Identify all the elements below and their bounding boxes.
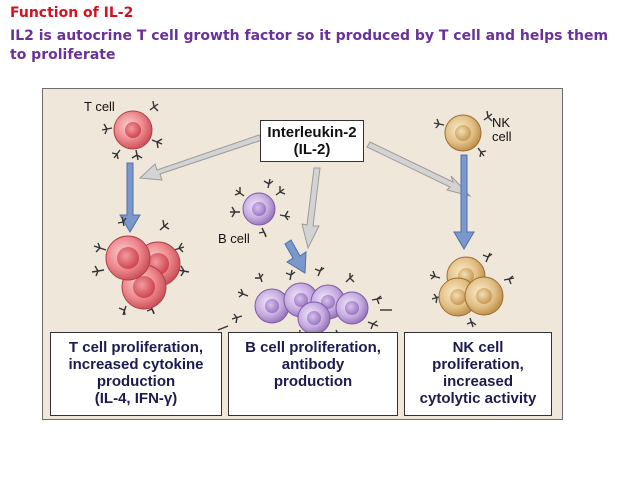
- bcell-proliferation-arrow: [284, 239, 307, 274]
- il2-label-line1: Interleukin-2: [267, 124, 357, 141]
- il2-label-line2: (IL-2): [293, 141, 331, 158]
- b-cell: [230, 178, 291, 238]
- t-cell-result-line2: increased cytokine: [68, 356, 204, 373]
- t-cell-cluster: [91, 216, 190, 316]
- nkcell-proliferation-arrow: [453, 154, 475, 250]
- t-cell-result-line1: T cell proliferation,: [68, 339, 204, 356]
- nk-cell-result-line2: proliferation,: [432, 356, 524, 373]
- il2-to-bcell-arrow: [301, 167, 321, 250]
- nk-cell: [433, 110, 493, 158]
- nk-cell-result-box: NK cell proliferation, increased cytolyt…: [404, 332, 552, 416]
- nk-cell-cluster: [429, 252, 515, 328]
- t-cell-label: T cell: [84, 99, 115, 114]
- t-cell-result-line3: production: [96, 373, 176, 390]
- b-cell-label: B cell: [218, 231, 250, 246]
- t-cell-result-box: T cell proliferation, increased cytokine…: [50, 332, 222, 416]
- nk-cell-result-line3: increased: [442, 373, 514, 390]
- t-cell-result-line4: (IL-4, IFN-γ): [94, 390, 178, 407]
- t-cell: [101, 100, 163, 161]
- b-cell-result-box: B cell proliferation, antibody productio…: [228, 332, 398, 416]
- il2-to-tcell-arrow: [138, 134, 263, 181]
- nk-cell-result-line4: cytolytic activity: [419, 390, 537, 407]
- interleukin-2-box: Interleukin-2 (IL-2): [260, 120, 364, 162]
- nk-cell-label-line2: cell: [492, 129, 512, 144]
- b-cell-result-line1: B cell proliferation,: [245, 339, 381, 356]
- il2-to-nkcell-arrow: [366, 141, 472, 197]
- nk-cell-label: NK cell: [492, 116, 512, 144]
- slide-title: Function of IL-2: [10, 5, 134, 21]
- slide-subtitle: IL2 is autocrine T cell growth factor so…: [10, 28, 609, 63]
- nk-cell-result-line1: NK cell: [452, 339, 504, 356]
- b-cell-cluster: [217, 266, 392, 341]
- nk-cell-label-line1: NK: [492, 115, 511, 130]
- tcell-proliferation-arrow: [119, 162, 141, 233]
- b-cell-result-line3: production: [273, 373, 353, 390]
- b-cell-result-line2: antibody: [281, 356, 345, 373]
